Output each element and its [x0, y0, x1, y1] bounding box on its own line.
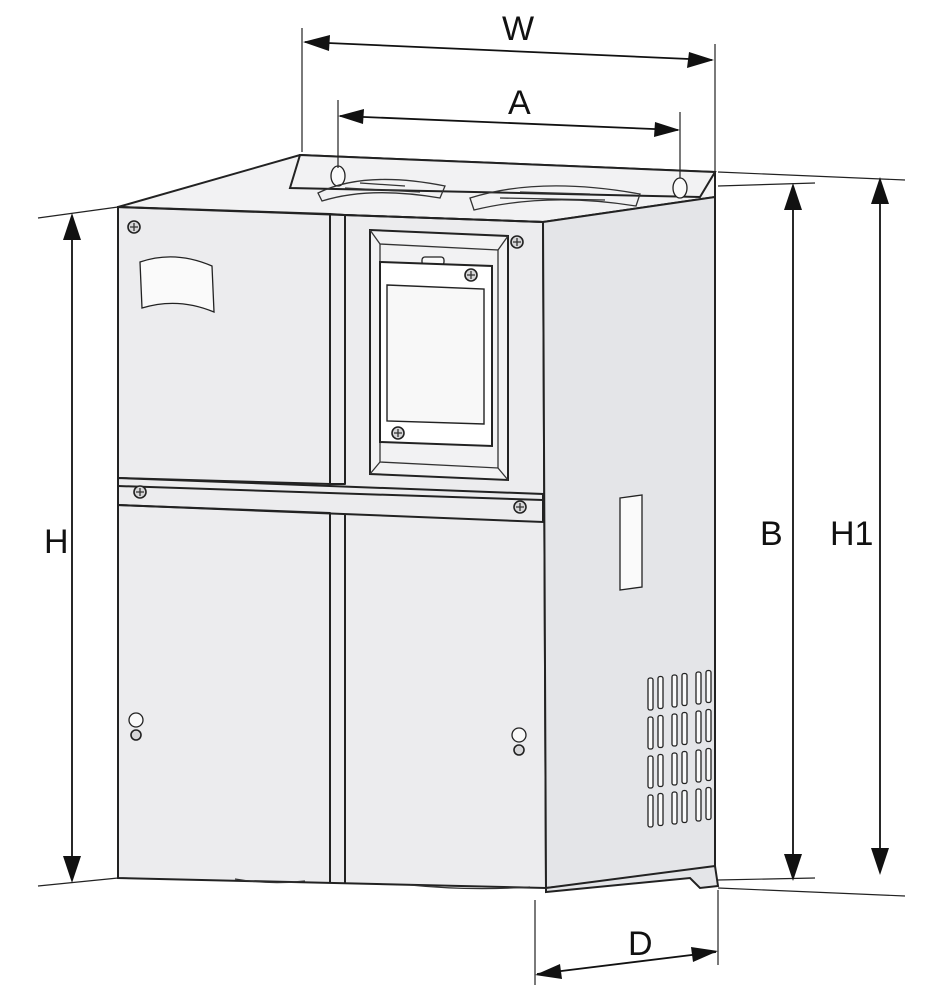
vent-slot [671, 752, 678, 786]
vent-slot [647, 755, 654, 789]
mounting-hole-top-right [672, 177, 688, 199]
screw-icon [391, 426, 405, 440]
vent-slot [657, 753, 664, 788]
vent-slot [705, 786, 712, 821]
enclosure [117, 153, 720, 894]
screw-icon [510, 235, 524, 249]
vent-slot [681, 789, 688, 824]
depth-label: D [628, 925, 653, 963]
logo-plate [139, 256, 215, 313]
depth-dimension-line [536, 951, 717, 975]
door-lock-icon [128, 712, 144, 741]
height-label: H [44, 523, 69, 561]
vent-slot [657, 714, 664, 749]
screw-icon [127, 220, 141, 234]
screw-icon [513, 500, 527, 514]
vent-slot [695, 671, 702, 705]
bottom-foot [234, 878, 306, 884]
rear-flange-bottom [545, 864, 720, 894]
vent-slot [681, 711, 688, 746]
vent-slot [695, 788, 702, 822]
vent-slot [671, 713, 678, 747]
vent-slot [695, 749, 702, 783]
vent-slot [695, 710, 702, 744]
vent-slot [705, 669, 712, 704]
width-label: W [502, 10, 534, 48]
screw-icon [464, 268, 478, 282]
rear-mounting-flange [288, 153, 717, 199]
vent-slot [671, 791, 678, 825]
vent-slot [671, 674, 678, 708]
keypad-display [379, 260, 493, 448]
cooling-fan-right [469, 185, 641, 211]
screw-icon [133, 485, 147, 499]
vent-slot [657, 675, 664, 710]
vent-slot [647, 794, 654, 828]
mount-width-dimension-line [339, 115, 679, 131]
side-label-slot [619, 494, 643, 591]
door-lock-icon [511, 727, 527, 756]
mount-width-label: A [508, 84, 531, 122]
vent-slot [681, 672, 688, 707]
vent-slot [647, 677, 654, 711]
vent-slot [705, 708, 712, 743]
cooling-fan-left [317, 178, 446, 202]
width-dimension-line [304, 41, 713, 61]
ventilation-grille [647, 669, 712, 828]
vent-slot [647, 716, 654, 750]
mount-height-label: B [760, 515, 783, 553]
dimension-lines [37, 28, 906, 985]
keypad-cover-outline [329, 213, 346, 485]
vent-slot [657, 792, 664, 827]
vent-slot [681, 750, 688, 785]
lower-left-door [117, 504, 331, 882]
vent-slot [705, 747, 712, 782]
total-height-label: H1 [830, 515, 873, 553]
mounting-hole-top-left [330, 165, 346, 187]
